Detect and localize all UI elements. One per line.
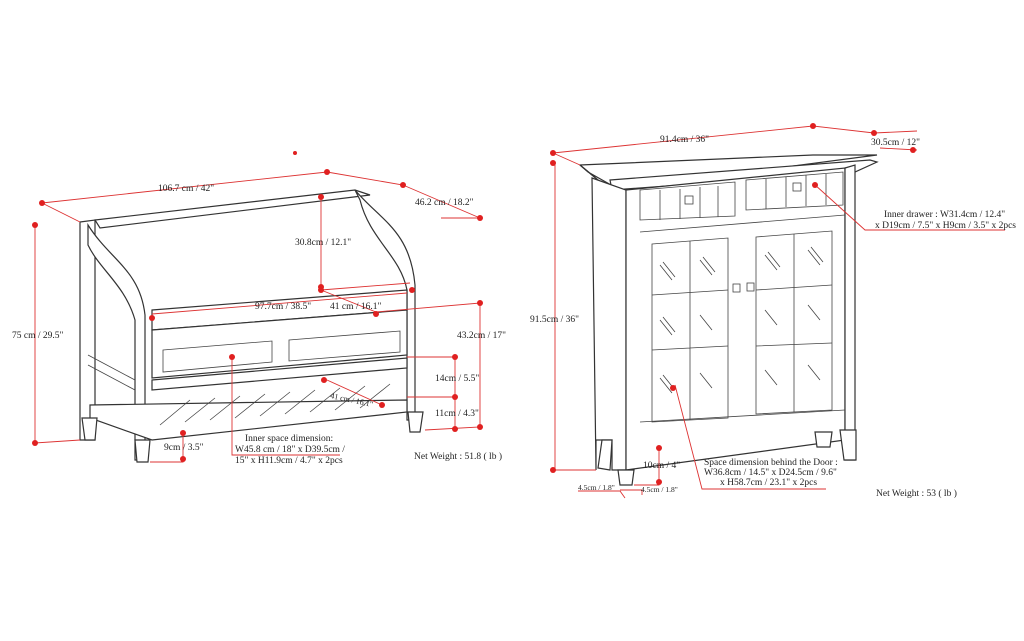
bench-drawing [79, 189, 424, 463]
bench-inner-space-line2: W45.8 cm / 18" x D39.5cm / [235, 445, 345, 455]
bench-width-label: 106.7 cm / 42" [158, 184, 214, 194]
cabinet-width-label: 91.4cm / 36" [660, 135, 709, 145]
bench-height-label: 75 cm / 29.5" [12, 331, 63, 341]
cabinet-leg-height-label: 10cm / 4" [643, 461, 680, 471]
bench-dimension-lines [32, 151, 483, 463]
bench-inner-space-line3: 15" x H11.9cm / 4.7" x 2pcs [235, 456, 343, 466]
cabinet-net-weight: Net Weight : 53 ( lb ) [876, 488, 957, 499]
cabinet-inner-drawer-line1: Inner drawer : W31.4cm / 12.4" [884, 210, 1005, 220]
cabinet-door-space-line1: Space dimension behind the Door : [704, 458, 838, 468]
bench-inner-space-line1: Inner space dimension: [245, 434, 333, 444]
bench-seat-height-label: 43.2cm / 17" [457, 331, 506, 341]
bench-net-weight: Net Weight : 51.8 ( lb ) [414, 451, 502, 462]
cabinet-drawing [578, 154, 879, 486]
bench-seat-depth-label: 41 cm / 16.1" [330, 302, 381, 312]
cabinet-dimension-lines [550, 123, 1005, 499]
bench-depth-label: 46.2 cm / 18.2" [415, 198, 474, 208]
bench-leg-height-label: 9cm / 3.5" [164, 443, 204, 453]
bench-shelf-height-label: 11cm / 4.3" [435, 409, 479, 419]
cabinet-leg-front-label: 4.5cm / 1.8" [641, 485, 678, 494]
cabinet-height-label: 91.5cm / 36" [530, 315, 579, 325]
cabinet-door-space-line3: x H58.7cm / 23.1" x 2pcs [720, 478, 817, 488]
bench-seat-width-label: 97.7cm / 38.5" [255, 302, 311, 312]
cabinet-leg-side-label: 4.5cm / 1.8" [578, 483, 615, 492]
cabinet-depth-label: 30.5cm / 12" [871, 138, 920, 148]
cabinet-door-space-line2: W36.8cm / 14.5" x D24.5cm / 9.6" [704, 468, 837, 478]
bench-back-height-label: 30.8cm / 12.1" [295, 238, 351, 248]
cabinet-inner-drawer-line2: x D19cm / 7.5" x H9cm / 3.5" x 2pcs [875, 221, 1016, 231]
bench-drawer-height-label: 14cm / 5.5" [435, 374, 479, 384]
